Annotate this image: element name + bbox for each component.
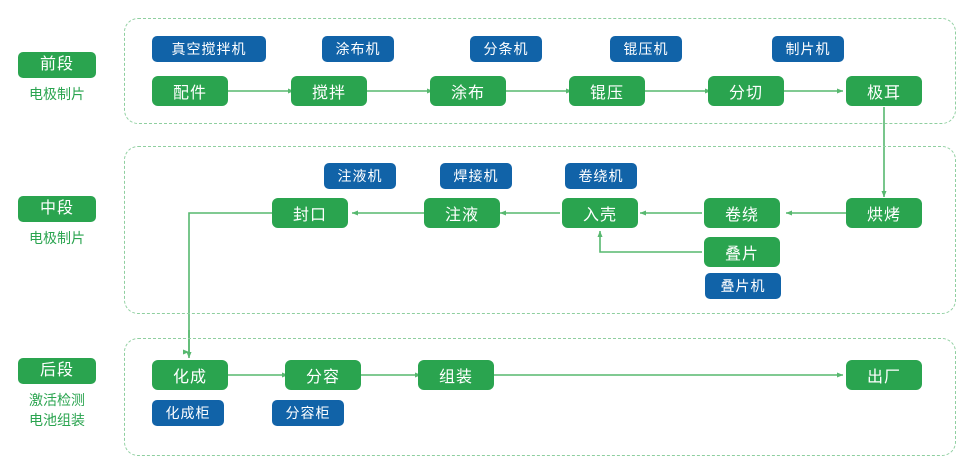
section-box-middle [124, 146, 956, 314]
node-fenrong[interactable]: 分容 [285, 360, 361, 390]
node-huacheng[interactable]: 化成 [152, 360, 228, 390]
node-fenqie[interactable]: 分切 [708, 76, 784, 106]
node-peijian[interactable]: 配件 [152, 76, 228, 106]
stage-sub-back: 激活检测 电池组装 [29, 392, 85, 428]
tag-grading-cabinet[interactable]: 分容柜 [272, 400, 344, 426]
node-ruke[interactable]: 入壳 [562, 198, 638, 228]
node-hongkao[interactable]: 烘烤 [846, 198, 922, 228]
tag-slitter[interactable]: 分条机 [470, 36, 542, 62]
node-tubu[interactable]: 涂布 [430, 76, 506, 106]
node-zuzhuang[interactable]: 组装 [418, 360, 494, 390]
tag-coater[interactable]: 涂布机 [322, 36, 394, 62]
stage-badge-middle: 中段 [18, 196, 96, 222]
tag-winder[interactable]: 卷绕机 [565, 163, 637, 189]
tag-roller-press[interactable]: 锟压机 [610, 36, 682, 62]
tag-vacuum-mixer[interactable]: 真空搅拌机 [152, 36, 266, 62]
stage-sub-front: 电极制片 [29, 86, 85, 102]
tag-formation-cabinet[interactable]: 化成柜 [152, 400, 224, 426]
tag-stacker[interactable]: 叠片机 [705, 273, 781, 299]
section-box-front [124, 18, 956, 124]
node-jier[interactable]: 极耳 [846, 76, 922, 106]
tag-welder[interactable]: 焊接机 [440, 163, 512, 189]
tag-sheet-maker[interactable]: 制片机 [772, 36, 844, 62]
stage-badge-front: 前段 [18, 52, 96, 78]
node-diepian[interactable]: 叠片 [704, 237, 780, 267]
stage-badge-back: 后段 [18, 358, 96, 384]
node-chuchang[interactable]: 出厂 [846, 360, 922, 390]
node-jiaoban[interactable]: 搅拌 [291, 76, 367, 106]
stage-sub-middle: 电极制片 [29, 230, 85, 246]
node-juanrao[interactable]: 卷绕 [704, 198, 780, 228]
node-zhuye[interactable]: 注液 [424, 198, 500, 228]
node-fengkou[interactable]: 封口 [272, 198, 348, 228]
node-gunya[interactable]: 锟压 [569, 76, 645, 106]
tag-electrolyte-filler[interactable]: 注液机 [324, 163, 396, 189]
section-box-back [124, 338, 956, 456]
